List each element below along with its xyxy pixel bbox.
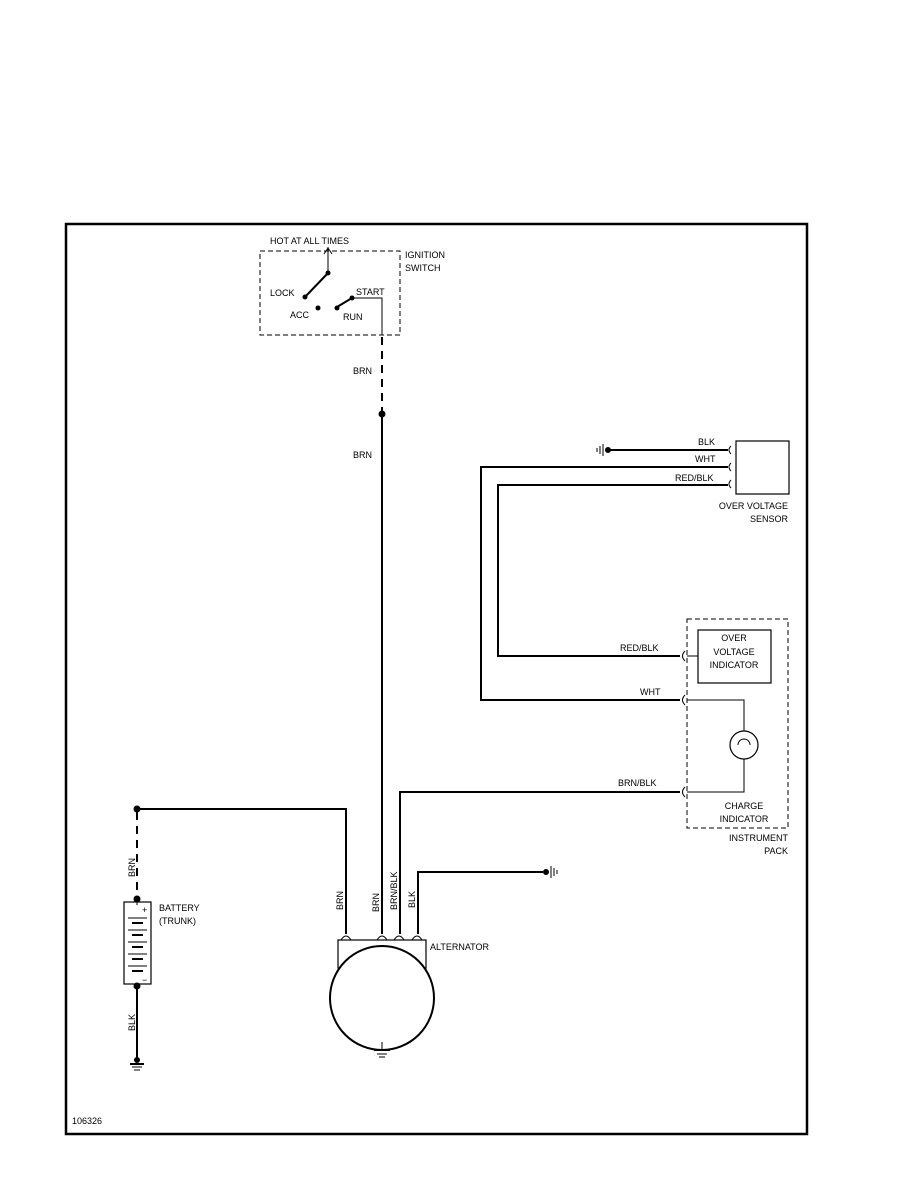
- alternator: ALTERNATOR: [329, 866, 558, 1058]
- instrument-pack-label-1: INSTRUMENT: [729, 833, 788, 843]
- brnblk-wire: [399, 791, 680, 934]
- battery-cells-icon: [128, 917, 147, 972]
- over-voltage-sensor-label-2: SENSOR: [750, 514, 789, 524]
- battery-blk-label: BLK: [127, 1014, 137, 1031]
- alternator-wire-label-4: BLK: [407, 891, 417, 908]
- alternator-wire-label-3: BRN/BLK: [389, 871, 399, 910]
- ovi-label-1: OVER: [721, 633, 747, 643]
- battery-ground-icon: [130, 1057, 144, 1071]
- alternator-ground-symbol-icon: [374, 1042, 390, 1058]
- diagram-frame: [64, 222, 809, 1136]
- ignition-start-label: START: [356, 287, 385, 297]
- indicator-wht-label: WHT: [640, 687, 661, 697]
- ignition-wire-label-upper: BRN: [353, 366, 372, 376]
- ignition-acc-label: ACC: [290, 310, 310, 320]
- charge-indicator-label-1: CHARGE: [725, 801, 764, 811]
- instrument-pack-box: [686, 618, 789, 829]
- ignition-run-label: RUN: [343, 312, 363, 322]
- sensor-blk-label: BLK: [698, 437, 715, 447]
- charge-indicator-label-2: INDICATOR: [720, 814, 769, 824]
- battery-minus-sign: −: [142, 975, 147, 985]
- alternator-body: [329, 945, 435, 1051]
- alternator-wire-label-2: BRN: [371, 893, 381, 912]
- ignition-lock-label: LOCK: [270, 288, 295, 298]
- charge-indicator-bulb-icon: [729, 730, 759, 760]
- over-voltage-sensor-box: [735, 440, 790, 495]
- ovi-label-2: VOLTAGE: [713, 647, 754, 657]
- alternator-blk-wire: [417, 871, 543, 934]
- indicator-redblk-label: RED/BLK: [620, 643, 659, 653]
- wht-wire: [480, 466, 728, 701]
- ignition-switch: HOT AT ALL TIMES LOCK ACC RUN START IGNI…: [259, 236, 445, 336]
- over-voltage-sensor-label-1: OVER VOLTAGE: [719, 501, 788, 511]
- battery: + − BATTERY (TRUNK): [123, 805, 347, 1071]
- figure-id: 106326: [72, 1116, 102, 1126]
- sensor-wht-label: WHT: [695, 454, 716, 464]
- indicator-brnblk-label: BRN/BLK: [618, 778, 657, 788]
- battery-label-1: BATTERY: [159, 903, 200, 913]
- sensor-ground-icon: [596, 444, 604, 456]
- over-voltage-sensor: OVER VOLTAGE SENSOR: [719, 440, 790, 524]
- battery-brn-label: BRN: [127, 858, 137, 877]
- alternator-wire-label-1: BRN: [335, 891, 345, 910]
- ignition-wire-label-lower: BRN: [353, 450, 372, 460]
- instrument-pack-label-2: PACK: [764, 846, 788, 856]
- hot-at-all-times-label: HOT AT ALL TIMES: [270, 236, 349, 246]
- instrument-pack: OVER VOLTAGE INDICATOR CHARGE INDICATOR …: [682, 618, 789, 856]
- alternator-ground-icon: [550, 866, 558, 878]
- battery-plus-sign: +: [142, 905, 147, 915]
- battery-label-2: (TRUNK): [159, 916, 196, 926]
- redblk-wire: [497, 484, 728, 657]
- ovi-label-3: INDICATOR: [710, 660, 759, 670]
- alternator-label: ALTERNATOR: [430, 942, 490, 952]
- ignition-switch-title-2: SWITCH: [405, 263, 441, 273]
- sensor-redblk-label: RED/BLK: [675, 473, 714, 483]
- ignition-switch-title-1: IGNITION: [405, 250, 445, 260]
- battery-positive-wire: [137, 808, 347, 934]
